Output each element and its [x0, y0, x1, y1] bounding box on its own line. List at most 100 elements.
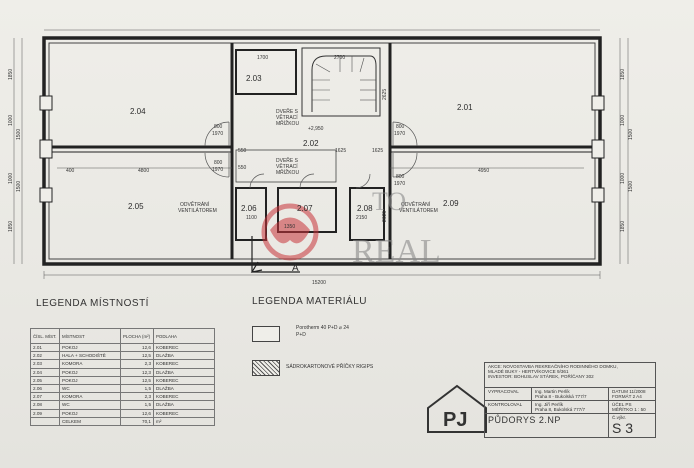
inner-wall-line	[48, 42, 596, 260]
meritko-value: 1 : 50	[634, 407, 646, 412]
kontroloval-label: KONTROLOVAL	[484, 400, 532, 414]
kontroloval-address: Praha 8, Bukolská 777/7	[535, 407, 586, 412]
dim-text: 1500	[16, 129, 22, 140]
dim-text: 1700	[257, 55, 268, 61]
datum-value: 11/2008	[629, 389, 646, 394]
investor-text: INVESTOR: BOHUSLAV STÁREK, POŘÍČANY 302	[488, 374, 594, 379]
note: MŘÍŽKOU	[276, 119, 299, 127]
watermark-text: REAL	[352, 233, 441, 270]
akce-text-2: MLADÉ BUKY - HERTVÍKOVICE 9/361	[488, 369, 569, 374]
column-header: MÍSTNOST	[59, 328, 121, 344]
sheet-number-label: Č.výkr.	[612, 415, 627, 420]
ucel-value: PS	[625, 402, 632, 407]
dim-text: 1970	[212, 167, 223, 173]
sheet-number: S 3	[612, 420, 634, 436]
note: VĚTRACÍ	[276, 113, 298, 121]
dim-text: 1850	[620, 221, 626, 232]
room-label: 2.04	[130, 107, 146, 116]
note: VENTILÁTOREM	[178, 207, 217, 214]
dim-text: 550	[238, 165, 247, 171]
note: MŘÍŽKOU	[276, 168, 299, 176]
rooms-legend-table: ČÍSL. MÍST. MÍSTNOST PLOCHA (m²) PODLAHA…	[30, 328, 215, 426]
dim-text: 800	[214, 160, 223, 166]
section-mark: A	[292, 263, 299, 274]
datum-label: DATUM	[612, 389, 628, 394]
dim-text: 1000	[8, 115, 14, 126]
title-block: AKCE: NOVOSTAVBA REKREAČNÍHO RODINNÉHO D…	[484, 362, 656, 438]
dim-text: 1500	[16, 181, 22, 192]
watermark	[261, 203, 319, 261]
outer-wall	[42, 36, 602, 266]
dim-text: 800	[396, 174, 405, 180]
dim-text: 1850	[8, 69, 14, 80]
dim-text: 2625	[382, 89, 388, 100]
dim-text: 1625	[335, 148, 346, 154]
material-label: SÁDROKARTONOVÉ PŘÍČKY RIGIPS	[286, 364, 374, 370]
dim-text: 2625	[382, 211, 388, 222]
material-label: Porotherm 40 P+D ⌀ 24	[296, 325, 349, 331]
kontroloval-name: Ing. Jiří Perlík	[535, 402, 564, 407]
vypracoval-name: Ing. Martin Perlík	[535, 389, 570, 394]
table-total-row: CELKEM 70,1 m²	[30, 416, 215, 426]
dim-text: 550	[238, 148, 247, 154]
dim-text: 1000	[620, 173, 626, 184]
legend-rooms-title: LEGENDA MÍSTNOSTÍ	[36, 298, 149, 309]
logo-text: PJ	[443, 409, 467, 431]
note: DVEŘE S	[276, 107, 299, 115]
room-label: 2.03	[246, 74, 262, 83]
dim-text: 800	[214, 124, 223, 130]
dim-text: 4800	[138, 168, 149, 174]
akce-text: NOVOSTAVBA REKREAČNÍHO RODINNÉHO DOMKU,	[503, 364, 618, 369]
note: VENTILÁTOREM	[399, 207, 438, 214]
dim-text: 4950	[478, 168, 489, 174]
dim-text: 1970	[394, 181, 405, 187]
dim-text: 400	[66, 168, 75, 174]
dim-text: 800	[396, 124, 405, 130]
table-header-row: ČÍSL. MÍST. MÍSTNOST PLOCHA (m²) PODLAHA	[30, 328, 215, 344]
room-label: 2.01	[457, 103, 473, 112]
room-label: 2.02	[303, 139, 319, 148]
column-header: ČÍSL. MÍST.	[30, 328, 60, 344]
dim-text: 1970	[212, 131, 223, 137]
note: ODVĚTRÁNÍ	[401, 200, 431, 208]
dim-text: 1850	[620, 69, 626, 80]
logo: PJ	[427, 384, 487, 433]
dim-text: 2150	[356, 215, 367, 221]
dim-text: 1350	[284, 224, 295, 230]
dim-text: 1850	[8, 221, 14, 232]
material-swatch-drywall	[252, 360, 280, 376]
material-swatch-masonry	[252, 326, 280, 342]
watermark-text: TO	[372, 187, 406, 216]
dim-text: 1970	[394, 131, 405, 137]
material-label: P+D	[296, 332, 306, 338]
room-label: 2.09	[443, 199, 459, 208]
dim-text: 1500	[628, 129, 634, 140]
ucel-label: ÚČEL	[612, 402, 625, 407]
room-label: 2.07	[297, 204, 313, 213]
format-label: FORMÁT	[612, 394, 632, 399]
drawing-title: PŮDORYS 2.NP	[488, 415, 561, 425]
column-header: PLOCHA (m²)	[120, 328, 154, 344]
dim-text: 2700	[334, 55, 345, 61]
dim-text: 1000	[8, 173, 14, 184]
meritko-label: MĚŘÍTKO	[612, 407, 633, 412]
note: DVEŘE S	[276, 156, 299, 164]
dim-text: 1625	[372, 148, 383, 154]
room-label: 2.06	[241, 204, 257, 213]
vypracoval-address: Praha 8 - Bukolská 777/7	[535, 394, 587, 399]
note: VĚTRACÍ	[276, 162, 298, 170]
room-label: 2.05	[128, 202, 144, 211]
vypracoval-label: VYPRACOVAL	[484, 387, 532, 401]
dim-text: 1100	[246, 215, 257, 221]
column-header: PODLAHA	[153, 328, 215, 344]
legend-materials-title: LEGENDA MATERIÁLU	[252, 296, 368, 307]
